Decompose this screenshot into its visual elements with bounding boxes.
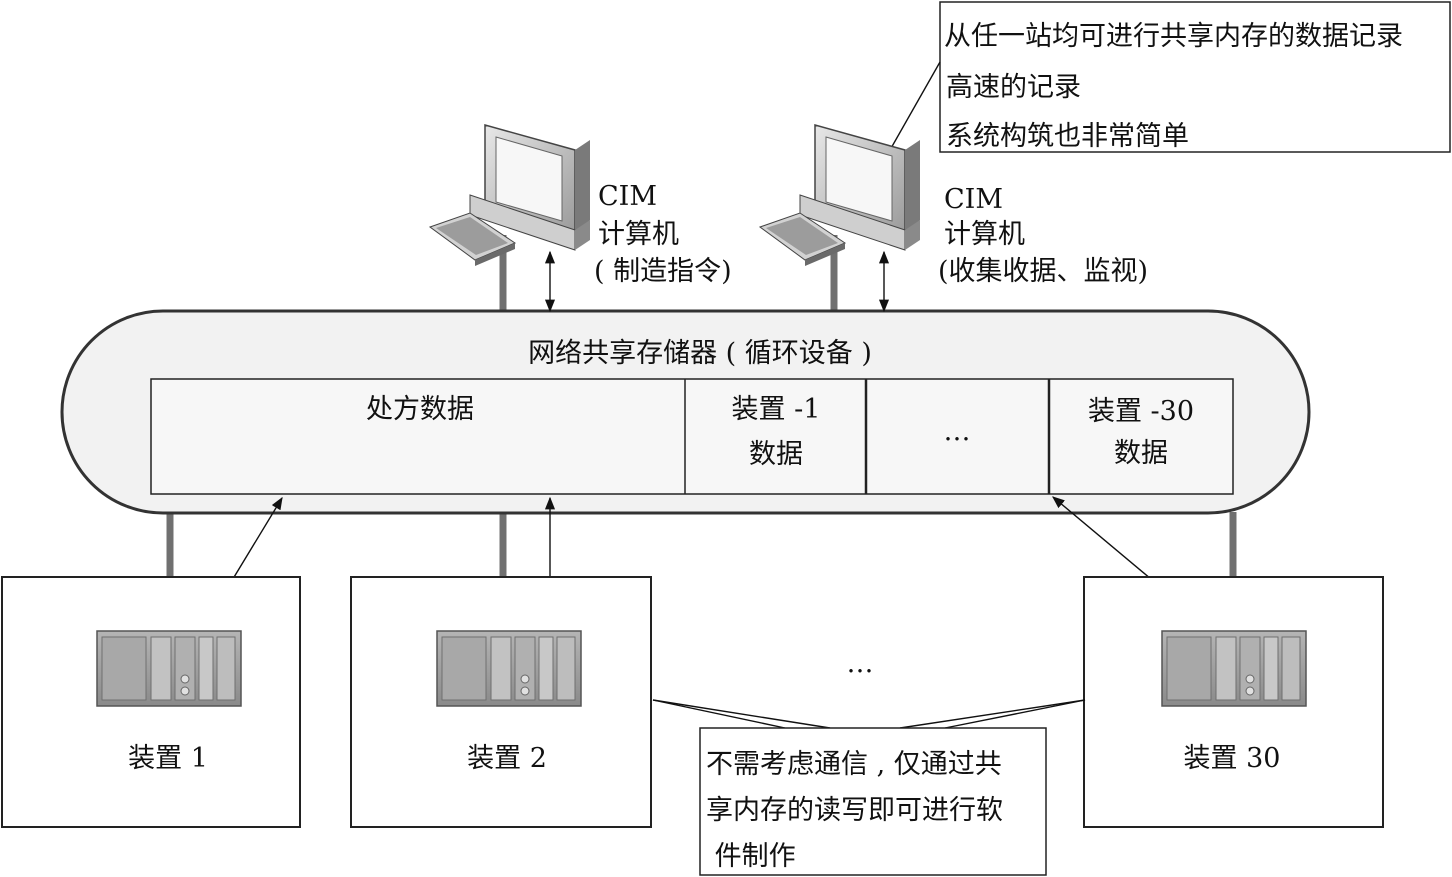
callout-top: 从任一站均可进行共享内存的数据记录 高速的记录 系统构筑也非常简单 bbox=[889, 1, 1451, 153]
memory-table bbox=[150, 378, 1234, 495]
plc-icon bbox=[1161, 630, 1307, 707]
computer-right-label: CIM 计算机 (收集收据、监视) bbox=[938, 184, 1148, 287]
callout-top-line-2: 高速的记录 bbox=[946, 72, 1081, 103]
callout-bottom: 不需考虑通信 , 仅通过共 享内存的读写即可进行软 件制作 bbox=[652, 699, 1086, 876]
computer-left-type: 计算机 bbox=[598, 219, 679, 250]
memory-cell-recipe: 处方数据 bbox=[366, 394, 474, 425]
device-ellipsis: … bbox=[847, 648, 874, 679]
memory-cell-device30-line2: 数据 bbox=[1114, 438, 1168, 469]
callout-bottom-line-1: 不需考虑通信 , 仅通过共 bbox=[706, 749, 1002, 780]
plc-icon bbox=[436, 630, 582, 707]
device-box: 装置 1 bbox=[1, 576, 301, 828]
device-label: 装置 30 bbox=[1184, 743, 1281, 774]
computer-left-name: CIM bbox=[598, 181, 657, 212]
memory-cell-device1-line2: 数据 bbox=[749, 439, 803, 470]
shared-memory-title: 网络共享存储器 ( 循环设备 ) bbox=[528, 338, 872, 369]
memory-cell-device1-line1: 装置 -1 bbox=[732, 394, 821, 425]
device-label: 装置 2 bbox=[467, 743, 547, 774]
plc-icon bbox=[96, 630, 242, 707]
computer-right-role: (收集收据、监视) bbox=[938, 256, 1148, 287]
callout-bottom-line-3: 件制作 bbox=[706, 841, 796, 872]
computer-icon bbox=[428, 124, 590, 266]
computer-icon bbox=[758, 124, 920, 266]
memory-cell-ellipsis: … bbox=[944, 416, 971, 447]
memory-cell-device30-line1: 装置 -30 bbox=[1088, 396, 1194, 427]
device-box: 装置 30 bbox=[1083, 576, 1384, 828]
computer-right-type: 计算机 bbox=[944, 219, 1025, 250]
device-label: 装置 1 bbox=[128, 743, 208, 774]
computer-left-label: CIM 计算机 ( 制造指令) bbox=[594, 181, 732, 287]
device-box: 装置 2 bbox=[350, 576, 652, 828]
callout-bottom-line-2: 享内存的读写即可进行软 bbox=[706, 795, 1003, 826]
callout-top-line-3: 系统构筑也非常简单 bbox=[946, 121, 1189, 152]
computer-right-name: CIM bbox=[944, 184, 1003, 215]
computer-left-role: ( 制造指令) bbox=[594, 256, 732, 287]
callout-top-line-1: 从任一站均可进行共享内存的数据记录 bbox=[944, 21, 1403, 52]
shared-memory: 网络共享存储器 ( 循环设备 ) 处方数据 装置 -1 数据 … 装置 -30 … bbox=[60, 309, 1311, 515]
